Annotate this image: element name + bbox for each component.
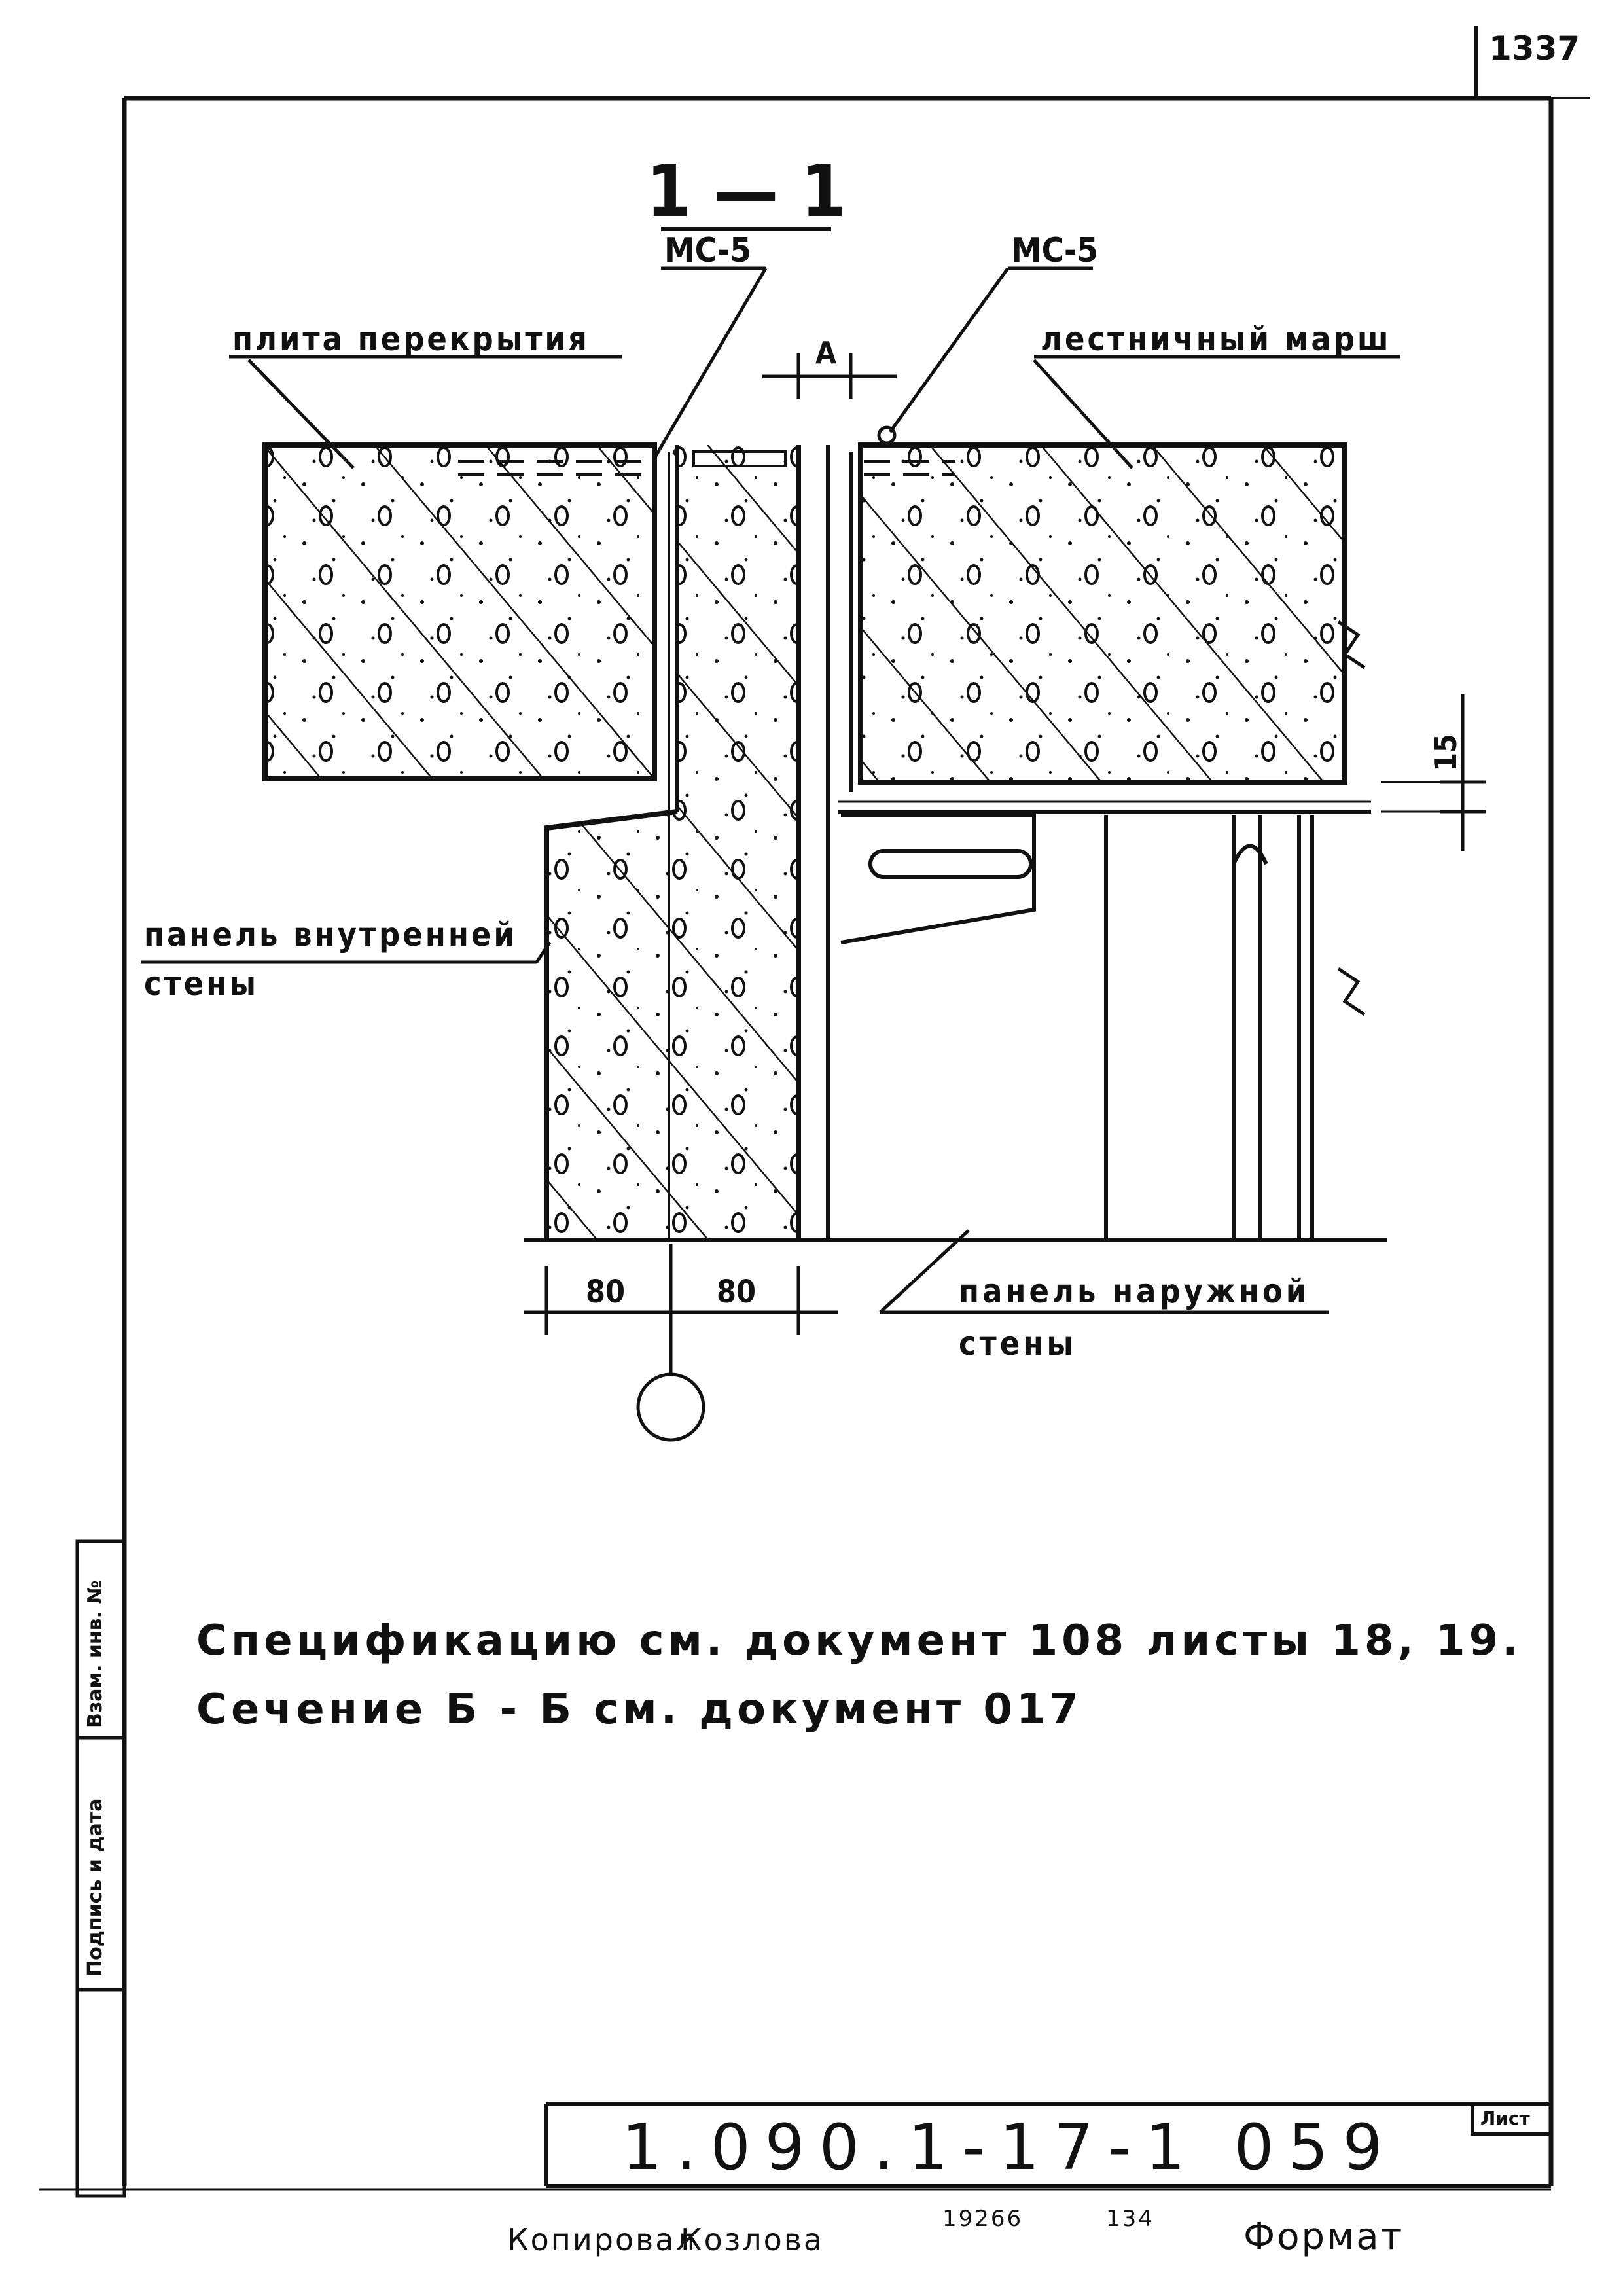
inner-wall-panel	[544, 445, 801, 1240]
floor-slab	[262, 442, 657, 781]
dim-15: 15	[1428, 734, 1463, 772]
dimension-lines	[524, 353, 1486, 1442]
mark-ms5-right: МС-5	[1011, 231, 1098, 270]
mark-ms5-left: МС-5	[664, 231, 751, 270]
left-strip-item1: Взам. инв. №	[84, 1580, 107, 1728]
dim-80-right: 80	[717, 1274, 756, 1310]
footer-copied-name: Козлова	[681, 2222, 825, 2257]
outer-wall-panel	[524, 813, 1387, 1242]
doc-code: 1.090.1-17-1 059	[622, 2111, 1397, 2184]
sheet-label: Лист	[1480, 2108, 1530, 2129]
label-outer-wall-panel-line1: панель наружной	[959, 1272, 1310, 1310]
page-number: 1337	[1489, 29, 1580, 67]
note-specification: Спецификацию см. документ 108 листы 18, …	[196, 1617, 1522, 1665]
footer-code-134: 134	[1106, 2206, 1154, 2232]
leader-lines	[141, 266, 1400, 1314]
joint-gap	[458, 445, 955, 1240]
footer-order-number: 19266	[942, 2206, 1024, 2232]
left-stamp-strip	[75, 1539, 126, 2198]
footer-format-label: Формат	[1243, 2215, 1404, 2258]
section-title: 1 — 1	[646, 149, 846, 233]
stair-flight	[838, 442, 1371, 814]
label-floor-slab: плита перекрытия	[232, 320, 590, 358]
note-section: Сечение Б - Б см. документ 017	[196, 1685, 1082, 1734]
title-block-frame	[39, 2102, 1553, 2191]
dim-gap-a: А	[815, 335, 836, 370]
left-strip-item2: Подпись и дата	[84, 1798, 107, 1977]
label-inner-wall-panel-line2: стены	[144, 965, 259, 1003]
footer-copied-label: Копировал	[507, 2222, 697, 2257]
label-inner-wall-panel-line1: панель внутренней	[144, 916, 517, 954]
label-outer-wall-panel-line2: стены	[959, 1325, 1077, 1363]
dim-80-left: 80	[586, 1274, 625, 1310]
label-stair-flight: лестничный марш	[1041, 320, 1391, 358]
